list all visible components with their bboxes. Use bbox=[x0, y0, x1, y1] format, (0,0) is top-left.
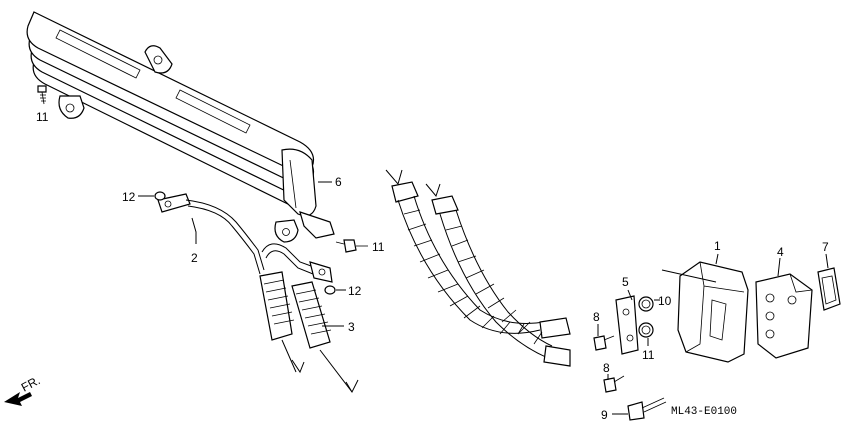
callout-12a: 12 bbox=[122, 190, 136, 204]
callout-6: 6 bbox=[335, 175, 342, 189]
bolt-10-middle bbox=[335, 239, 368, 253]
bolt-9 bbox=[612, 397, 667, 421]
bolt-8-upper bbox=[593, 324, 615, 351]
o-ring-11-upper bbox=[638, 296, 660, 312]
callout-7: 7 bbox=[822, 240, 829, 254]
oil-cover bbox=[755, 273, 813, 359]
hose-assembly-left bbox=[259, 271, 359, 394]
callout-4: 4 bbox=[777, 245, 784, 259]
callout-10a: 11 bbox=[36, 110, 49, 124]
callout-11b: 11 bbox=[642, 348, 655, 362]
hose-assembly-center bbox=[385, 169, 571, 367]
joint-plate bbox=[615, 295, 639, 355]
callout-1: 1 bbox=[714, 239, 721, 253]
callout-10b: 11 bbox=[372, 240, 385, 254]
bolt-8-lower bbox=[603, 374, 625, 393]
washer-12-upper bbox=[138, 191, 166, 201]
callout-11a: 10 bbox=[658, 294, 672, 308]
callout-2: 2 bbox=[191, 251, 198, 265]
callout-8b: 8 bbox=[603, 361, 610, 375]
direction-label: FR. bbox=[19, 373, 43, 394]
drawing-code: ML43-E0100 bbox=[671, 406, 737, 418]
oil-housing bbox=[661, 261, 749, 363]
o-ring-11-lower bbox=[638, 322, 654, 346]
oil-pipe bbox=[157, 193, 333, 283]
callout-8a: 8 bbox=[593, 310, 600, 324]
oil-cooler bbox=[26, 11, 335, 243]
callout-9: 9 bbox=[601, 408, 608, 422]
callout-5: 5 bbox=[622, 275, 629, 289]
bolt-10-upper bbox=[37, 85, 47, 105]
callout-12b: 12 bbox=[348, 284, 362, 298]
gasket bbox=[817, 267, 841, 311]
callout-3: 3 bbox=[348, 320, 355, 334]
washer-12-lower bbox=[324, 285, 346, 295]
front-direction-arrow-icon bbox=[4, 392, 32, 406]
